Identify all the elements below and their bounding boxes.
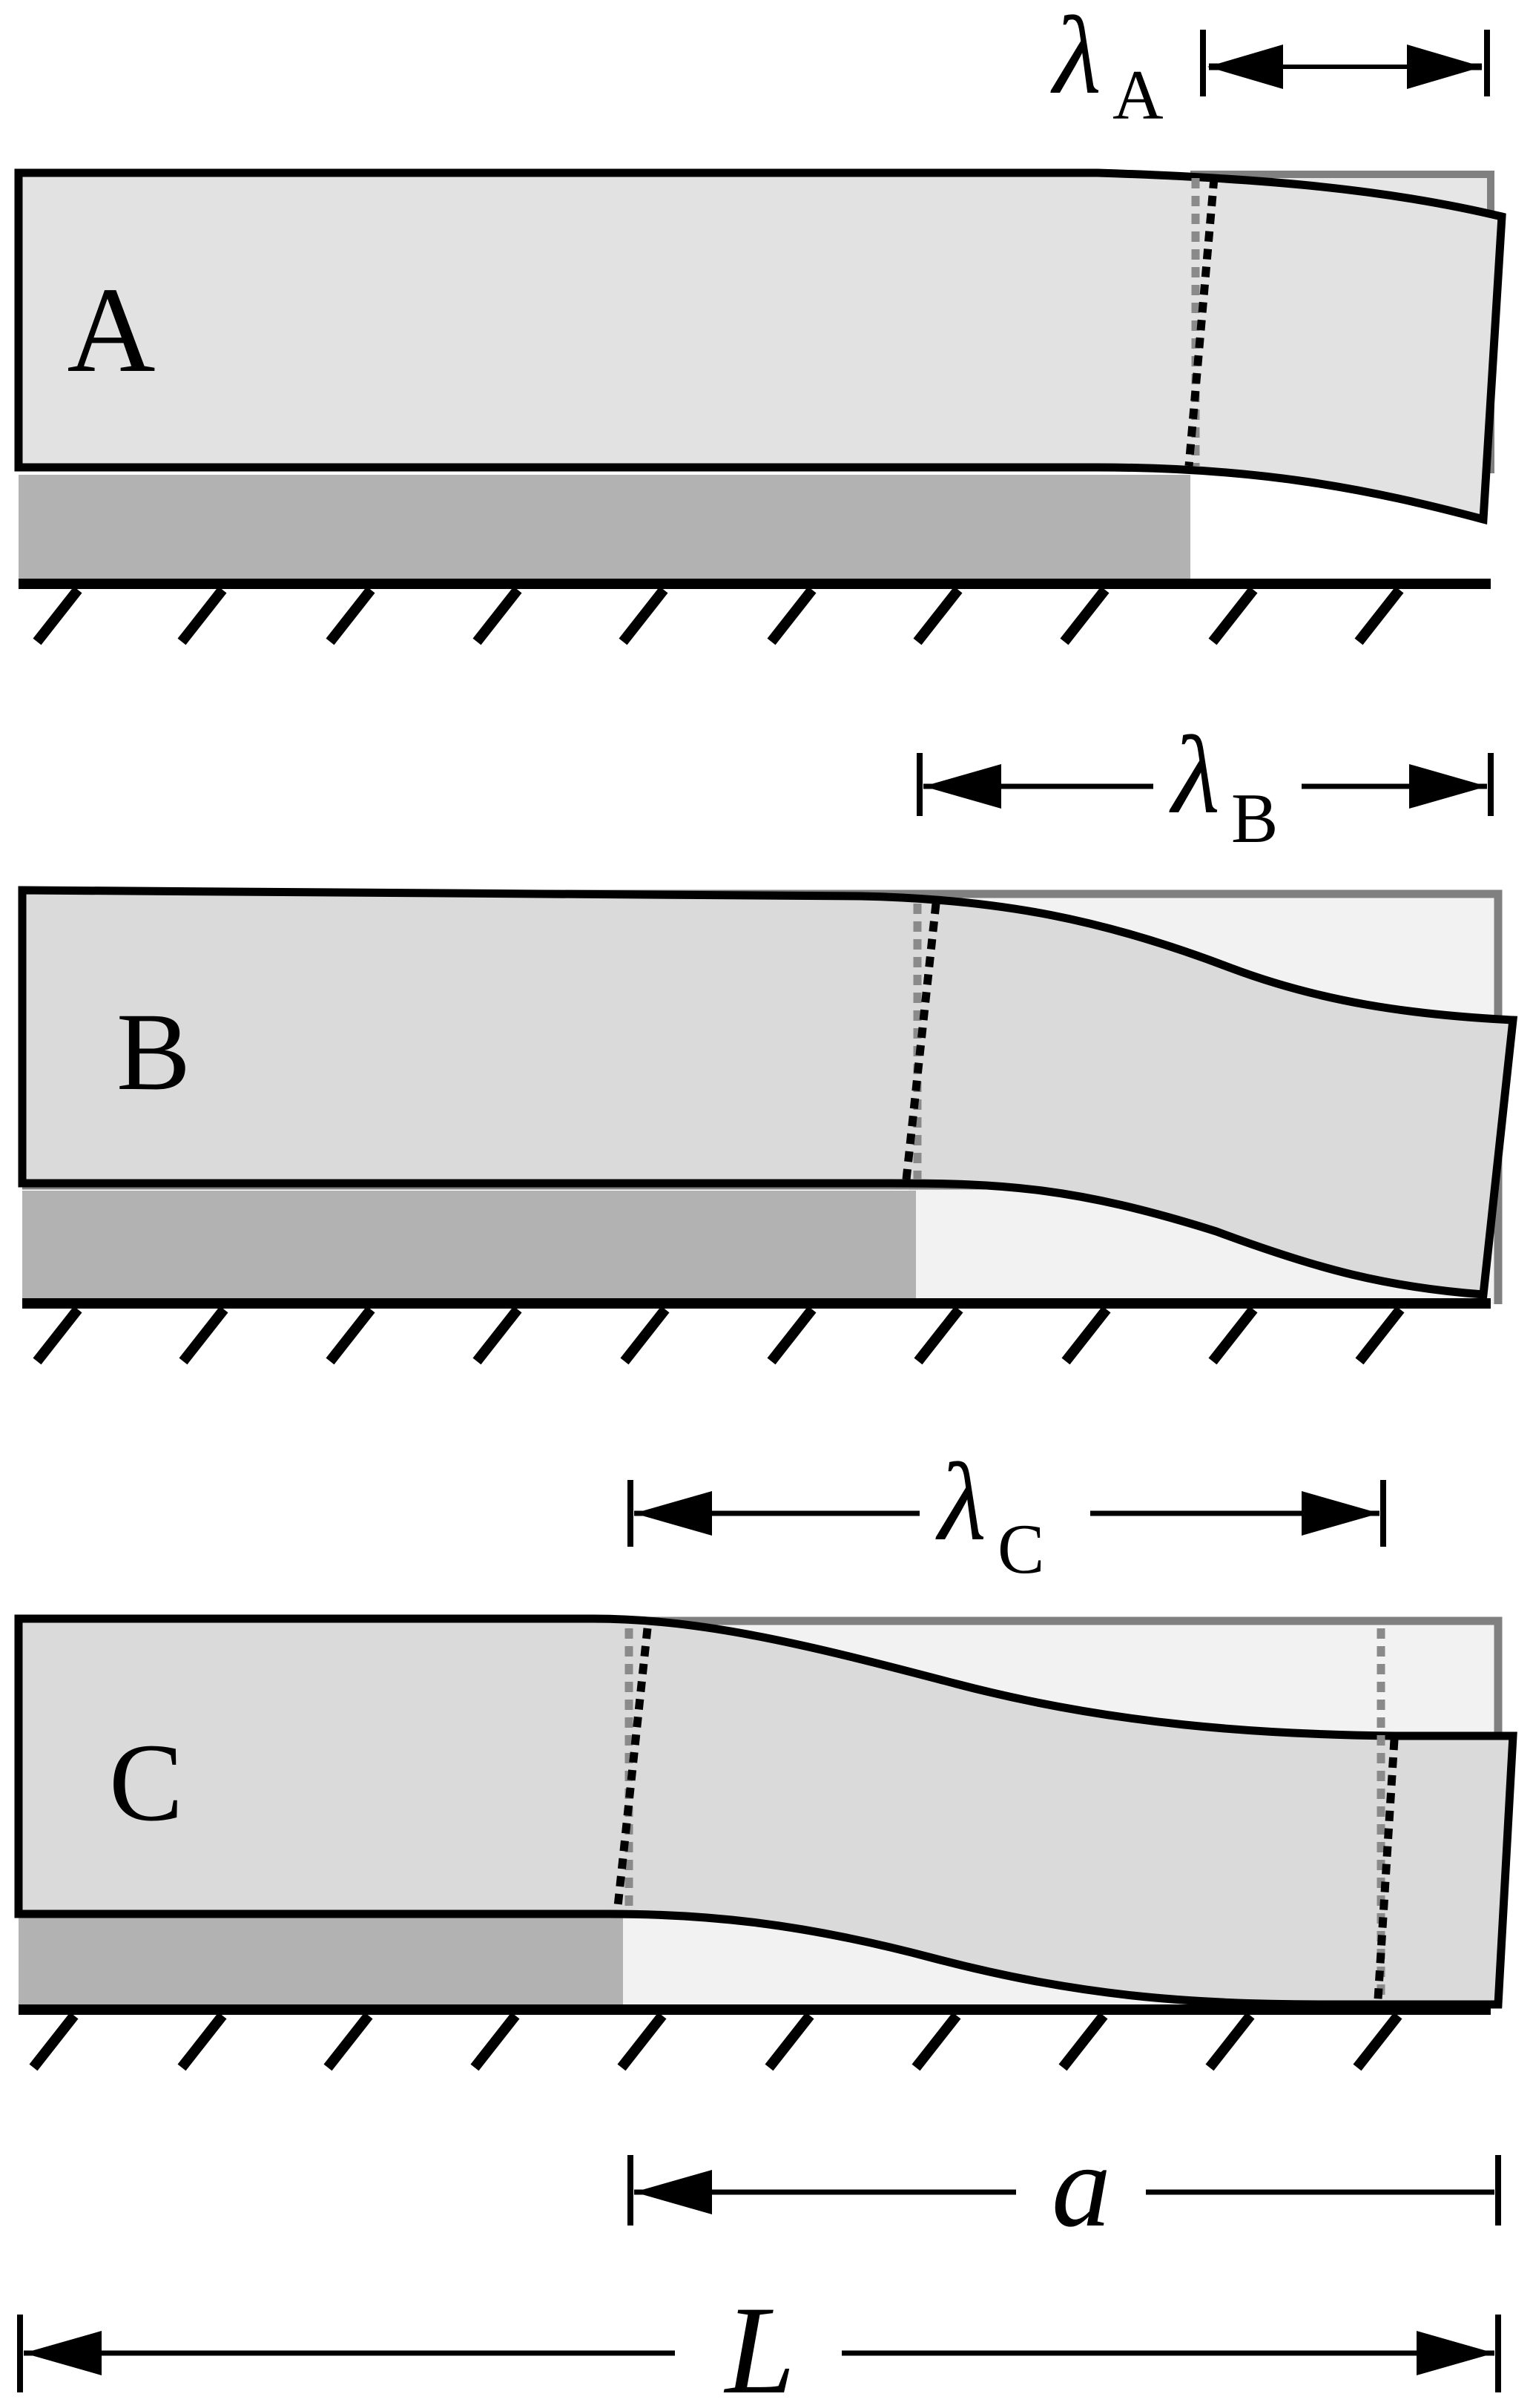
panel-b-arrow-right [1409, 764, 1487, 809]
panel-a-ground-hatch [33, 586, 1404, 645]
panel-a: A λ A [14, 0, 1506, 645]
dimension-L-arrow-right [1417, 2331, 1494, 2375]
panel-c-lambda-symbol: λ [935, 1441, 986, 1564]
panel-b-lambda-subscript: B [1231, 779, 1278, 858]
dimension-L-arrow-left [24, 2331, 102, 2375]
panel-c-deformed-section-right [1374, 1739, 1399, 2000]
panel-b-arrow-left [923, 764, 1001, 809]
dimension-a-arrow-left [634, 2170, 712, 2214]
panel-a-dimension: λ A [1050, 0, 1490, 134]
panel-c-arrow-right [1302, 1491, 1379, 1536]
panel-a-bonded-layer [19, 475, 1190, 579]
panel-a-arrow-left [1207, 45, 1283, 89]
panel-a-arrow-right [1407, 45, 1483, 89]
panel-b-bonded-layer [22, 1191, 916, 1300]
panel-c: C λ C [14, 1441, 1517, 2071]
panel-b-lambda-symbol: λ [1169, 714, 1220, 837]
panel-b-dimension: λ B [917, 714, 1494, 858]
panel-b-label: B [116, 990, 191, 1113]
panel-a-deformed-section [1184, 177, 1219, 467]
panel-b: B λ B [18, 714, 1518, 1365]
dimension-L-symbol: L [724, 2280, 796, 2408]
panel-c-bonded-layer [19, 1914, 623, 2004]
panel-c-ground-hatch [29, 2012, 1402, 2071]
panel-c-label: C [109, 1721, 183, 1844]
panel-c-deformed-section-left [613, 1628, 652, 1907]
panel-c-dimension: λ C [627, 1441, 1386, 1588]
panel-c-deformed-beam [14, 1614, 1517, 2009]
panel-a-lambda-subscript: A [1112, 56, 1164, 134]
panel-c-lambda-subscript: C [998, 1510, 1044, 1588]
panel-b-deformed-beam [18, 886, 1518, 1299]
panel-a-lambda-symbol: λ [1050, 0, 1101, 117]
panel-a-label: A [67, 262, 155, 398]
dimension-a: a [627, 2119, 1501, 2251]
panel-a-deformed-beam [14, 168, 1506, 525]
dimension-L: L [17, 2280, 1501, 2408]
dimension-a-symbol: a [1052, 2119, 1111, 2251]
panel-c-arrow-left [634, 1491, 712, 1536]
panel-b-ground-hatch [33, 1306, 1405, 1365]
